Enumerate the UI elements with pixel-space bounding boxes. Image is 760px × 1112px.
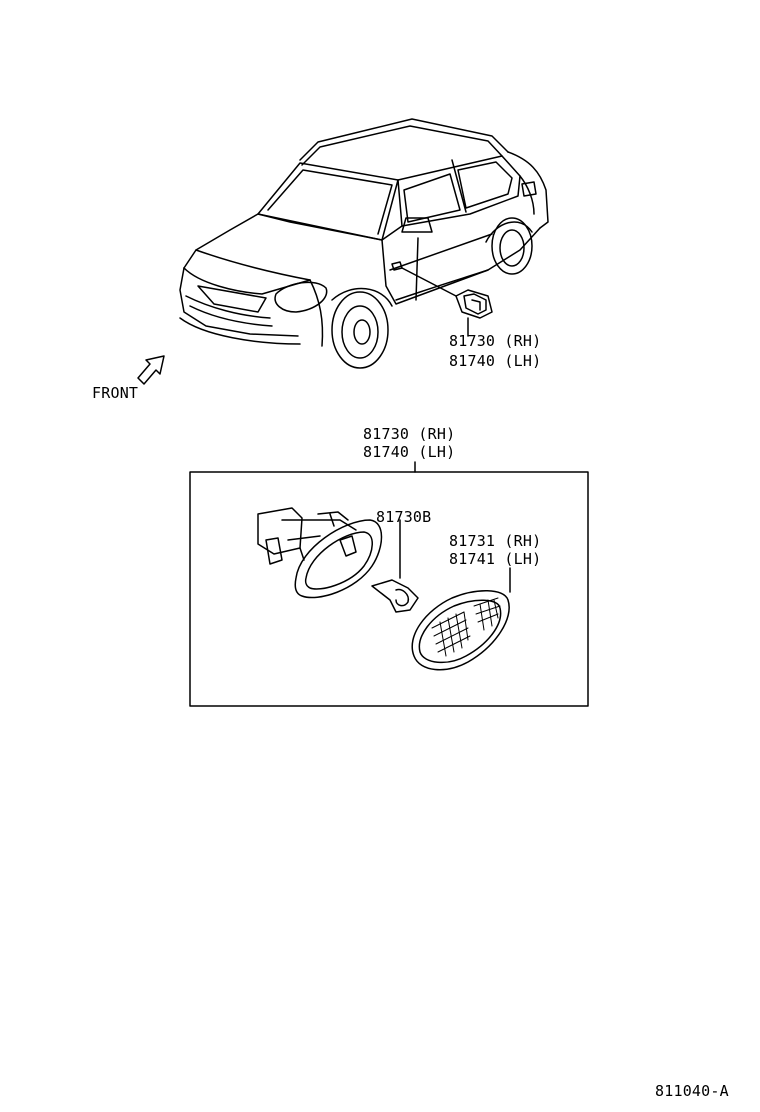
lens-rh-label: 81731 (RH) [449,532,542,550]
callout-lh-label: 81740 (LH) [449,352,542,370]
assembly-lh-label: 81740 (LH) [363,443,456,461]
front-arrow-icon [137,355,165,385]
side-marker-callout-art [455,289,493,337]
car-illustration [179,118,549,369]
detail-frame [189,461,589,707]
bulb-label: 81730B [376,508,432,526]
lens-art [411,567,511,671]
callout-rh-label: 81730 (RH) [449,332,542,350]
figure-id: 811040-A [655,1082,729,1100]
lens-lh-label: 81741 (LH) [449,550,542,568]
front-label: FRONT [92,384,139,402]
bulb-art [371,519,419,613]
assembly-rh-label: 81730 (RH) [363,425,456,443]
housing-art [257,507,383,599]
